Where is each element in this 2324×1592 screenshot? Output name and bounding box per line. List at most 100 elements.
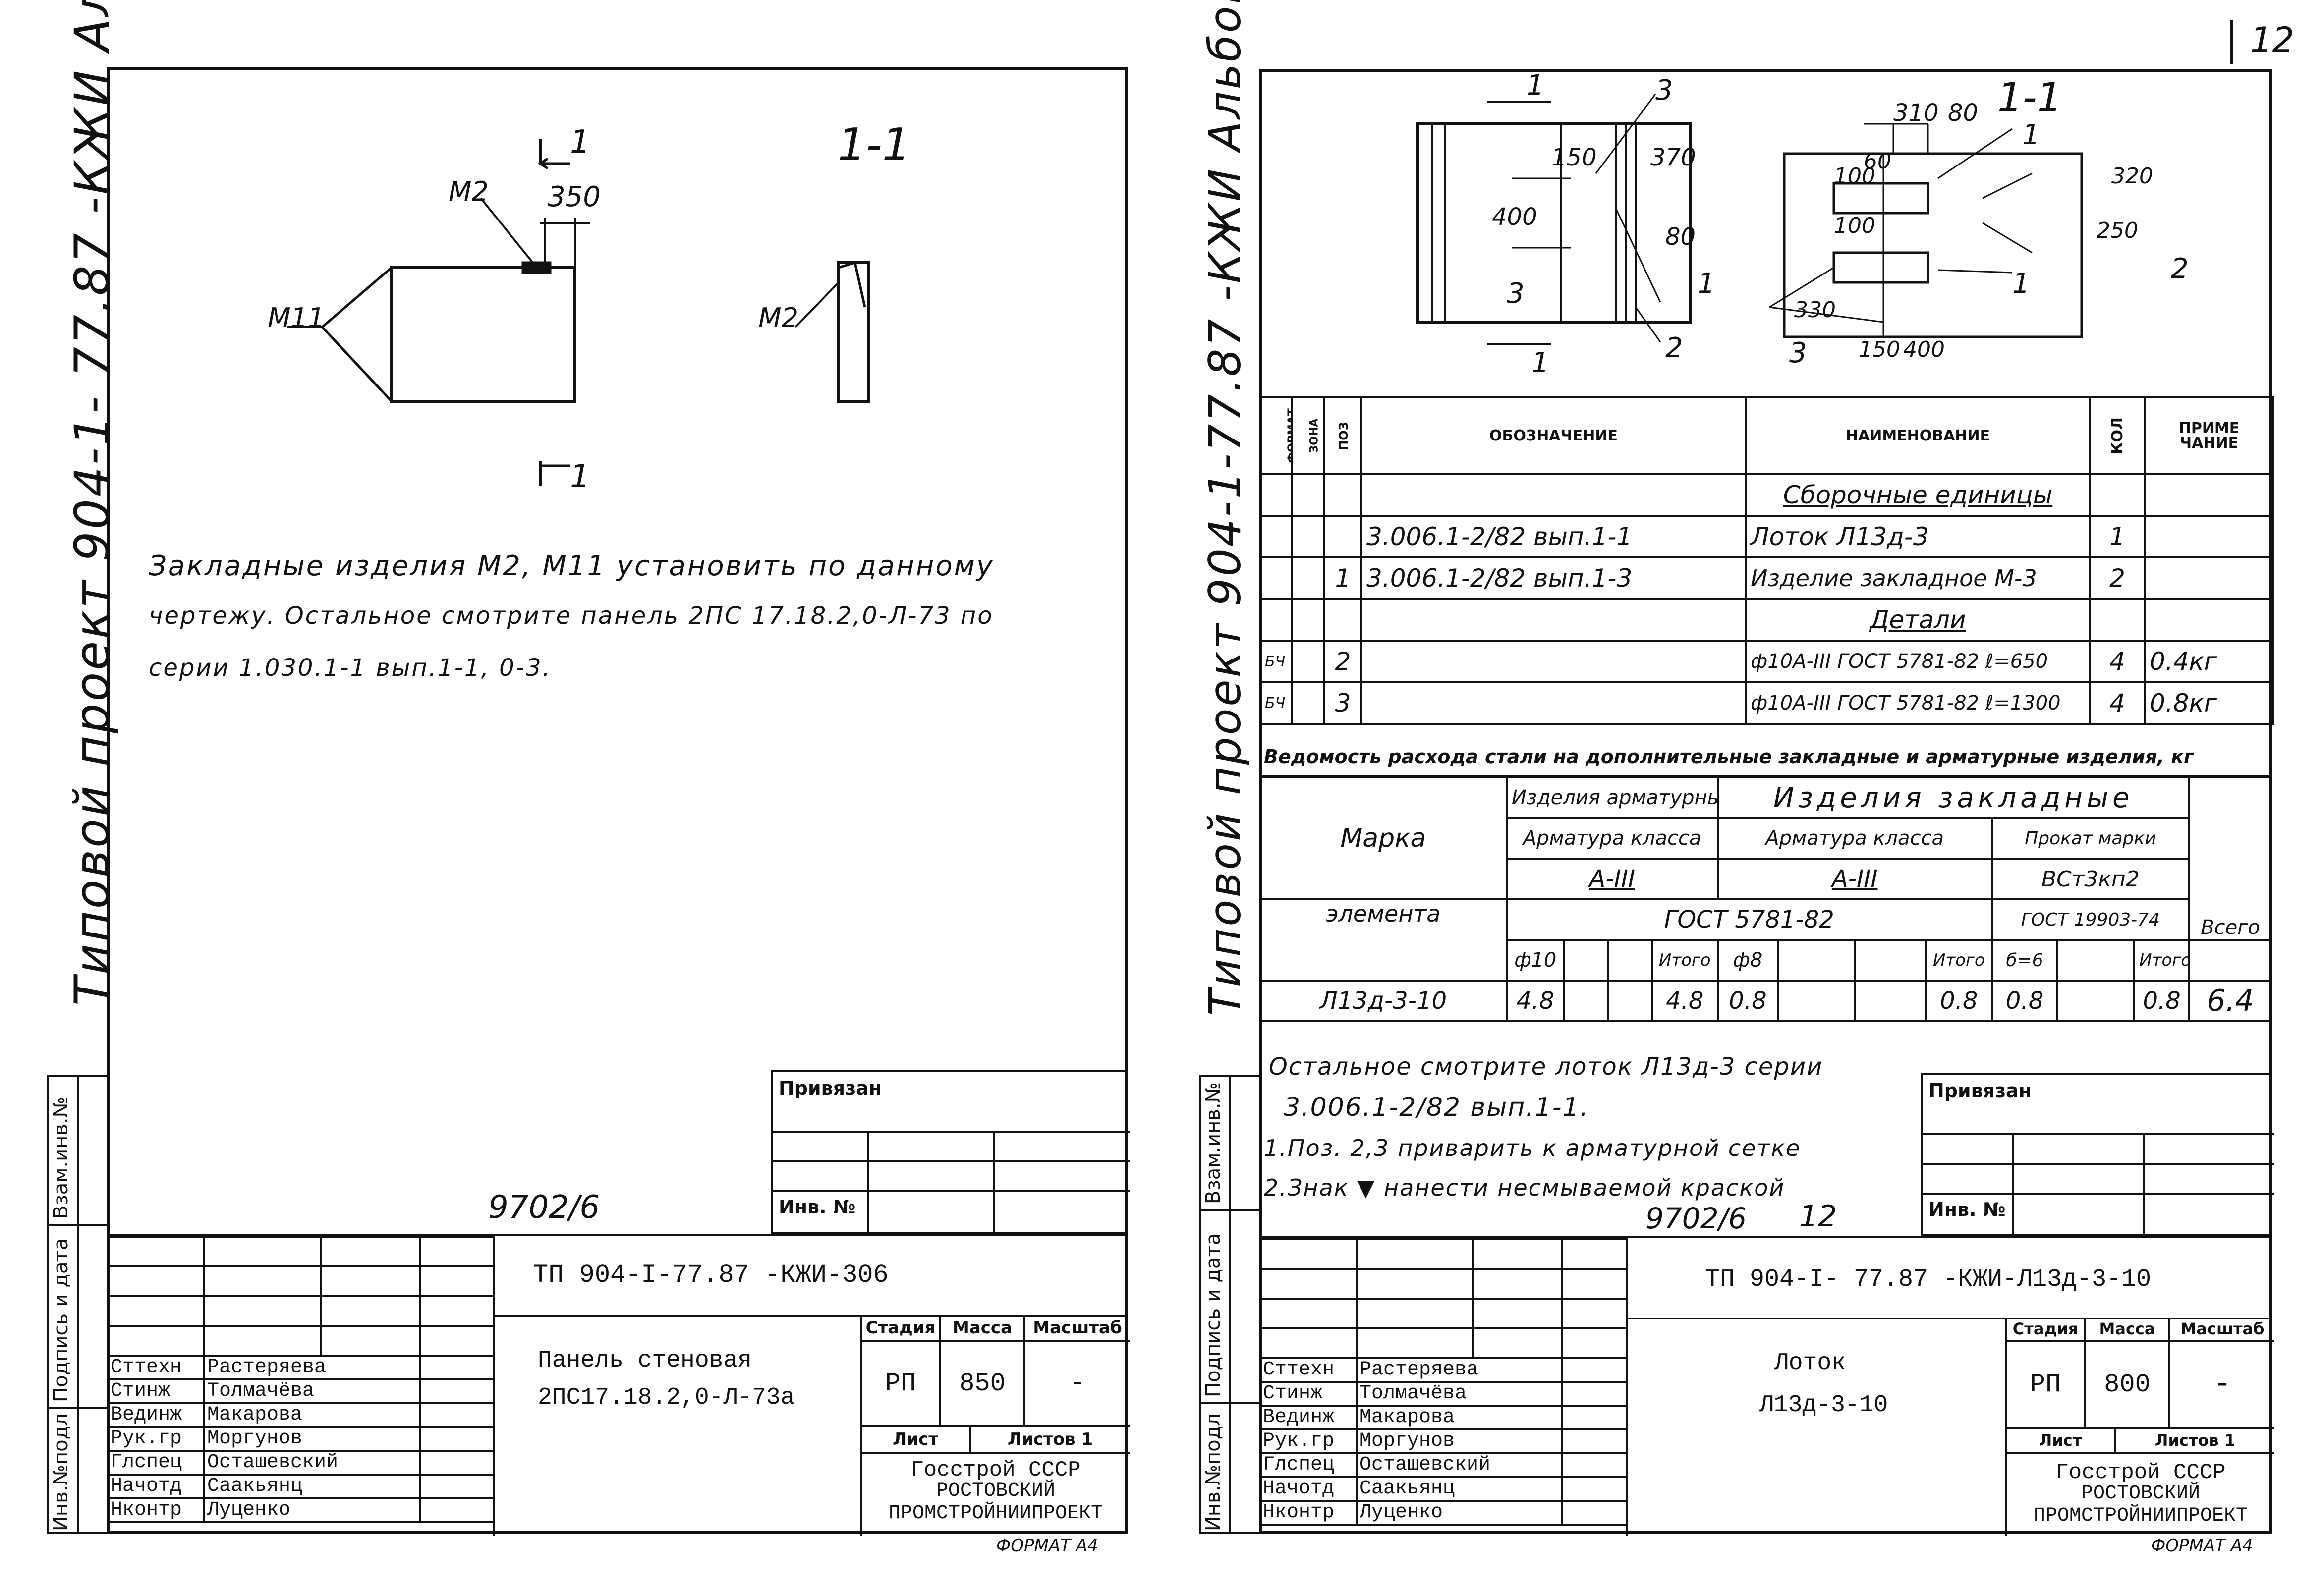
left-sheet-label: Лист xyxy=(862,1427,971,1454)
left-label-m2-section: M2 xyxy=(758,302,798,333)
right-dim-1e: 1 xyxy=(2012,268,2030,300)
left-album-label: Типовой проект 904-1- 77.87 -КЖИ Альбом … xyxy=(64,0,120,1006)
right-dim-250: 250 xyxy=(2097,218,2138,243)
steel-a3-2: A-III xyxy=(1716,858,1993,900)
spec-format: БЧ xyxy=(1259,681,1293,725)
spec-designation xyxy=(1360,681,1747,725)
right-doc-code-hline xyxy=(1626,1318,2272,1319)
left-signer-role-6: Нконтр xyxy=(107,1497,205,1523)
spec-qty xyxy=(2089,473,2146,517)
right-privyazan-h3 xyxy=(1923,1193,2274,1195)
table-row: Детали xyxy=(1259,598,2274,642)
left-privyazan-h1 xyxy=(773,1131,1130,1133)
right-margin-label-vzam: Взам.инв.№ xyxy=(1202,1082,1225,1204)
spec-hdr-note: ПРИМЕ ЧАНИЕ xyxy=(2144,396,2274,475)
left-doc-code: ТП 904-I-77.87 -КЖИ-306 xyxy=(533,1261,889,1290)
steel-itogo3: Итого xyxy=(2133,939,2190,982)
right-signer-name-6: Луценко xyxy=(1356,1500,1563,1526)
steel-phi10: ф10 xyxy=(1505,939,1565,982)
steel-itogo2: Итого xyxy=(1925,939,1993,982)
spec-format xyxy=(1259,556,1293,600)
left-signer-name-3: Моргунов xyxy=(203,1426,421,1452)
right-dim-3a: 3 xyxy=(1655,74,1673,107)
steel-v-phi10: 4.8 xyxy=(1505,980,1565,1022)
spec-hdr-qty: КОЛ xyxy=(2089,396,2146,475)
left-signer-role-4: Глспец xyxy=(107,1450,205,1476)
left-label-m11: M11 xyxy=(268,302,325,333)
right-dim-1c: 1 xyxy=(1531,347,1549,379)
right-hdr-scale: Масштаб xyxy=(2170,1318,2274,1342)
left-privyazan-h3 xyxy=(773,1190,1130,1192)
steel-table: Марка Изделия арматурные Изделия закладн… xyxy=(1259,776,2273,1022)
right-signer-role-5: Начотд xyxy=(1259,1476,1358,1502)
table-row: Сборочные единицы xyxy=(1259,473,2274,517)
left-section-label: 1-1 xyxy=(838,119,910,171)
left-title-line1: Панель стеновая xyxy=(538,1347,752,1374)
left-margin-label-inv: Инв.№подл xyxy=(50,1413,72,1531)
right-signer-role-6: Нконтр xyxy=(1259,1500,1358,1526)
spec-pos xyxy=(1323,598,1362,642)
spec-note xyxy=(2144,598,2274,642)
spec-name: Лоток Л13д-3 xyxy=(1745,515,2091,558)
spec-qty: 4 xyxy=(2089,681,2146,725)
left-privyazan-block: Привязан Инв. № xyxy=(771,1070,1130,1236)
left-project-number: 9702/6 xyxy=(488,1189,600,1226)
left-stage-block: Стадия Масса Масштаб РП 850 - Лист Листо… xyxy=(860,1315,1130,1536)
steel-delta6: б=6 xyxy=(1990,939,2059,982)
right-margin-sep1 xyxy=(1199,1209,1259,1211)
left-signer-name-6: Луценко xyxy=(203,1497,421,1523)
left-privyazan-v1 xyxy=(867,1131,869,1236)
left-privyazan-v2 xyxy=(993,1131,995,1236)
right-org-line3: ПРОМСТРОЙНИИПРОЕКТ xyxy=(2033,1504,2248,1527)
right-margin-label-inv: Инв.№подл xyxy=(1202,1413,1225,1531)
left-sheet xyxy=(107,67,1128,1534)
right-dim-80a: 80 xyxy=(1665,223,1696,251)
spec-qty: 4 xyxy=(2089,640,2146,683)
left-margin-label-podpis: Подпись и дата xyxy=(50,1238,72,1402)
steel-v-itogo1: 4.8 xyxy=(1650,980,1719,1022)
right-dim-1d: 1 xyxy=(2022,119,2040,151)
left-title-line2: 2ПС17.18.2,0-Л-73а xyxy=(538,1384,795,1411)
page-number-box xyxy=(2230,20,2233,64)
table-row: 3.006.1-2/82 вып.1-1 Лоток Л13д-3 1 xyxy=(1259,515,2274,558)
spec-pos: 1 xyxy=(1323,556,1362,600)
right-dim-2b: 2 xyxy=(2171,253,2189,285)
left-hdr-mass: Масса xyxy=(941,1315,1025,1342)
steel-v-total: 6.4 xyxy=(2188,980,2273,1022)
spec-designation: 3.006.1-2/82 вып.1-3 xyxy=(1360,556,1747,600)
steel-vst: ВСт3кп2 xyxy=(1990,858,2190,900)
right-album-label: Типовой проект 904-1-77.87 -КЖИ Альбом 6 xyxy=(1199,0,1250,1016)
right-sheet-label: Лист xyxy=(2007,1429,2116,1454)
steel-a3-1: A-III xyxy=(1505,858,1719,900)
spec-designation xyxy=(1360,598,1747,642)
right-note-line2: 3.006.1-2/82 вып.1-1. xyxy=(1284,1093,1589,1122)
steel-v-delta6: 0.8 xyxy=(1990,980,2059,1022)
table-row: БЧ 3 ф10А-III ГОСТ 5781-82 ℓ=1300 4 0.8к… xyxy=(1259,681,2274,725)
right-margin-label-podpis: Подпись и дата xyxy=(1202,1233,1225,1397)
right-signer-role-1: Стинж xyxy=(1259,1381,1358,1407)
left-org-line3: ПРОМСТРОЙНИИПРОЕКТ xyxy=(888,1502,1103,1525)
left-hdr-scale: Масштаб xyxy=(1025,1315,1130,1342)
right-scale-value: - xyxy=(2170,1342,2274,1429)
left-drawing xyxy=(287,139,870,486)
left-doc-code-hline xyxy=(493,1315,1128,1317)
right-note-line4: 2.Знак ▼ нанести несмываемой краской xyxy=(1264,1174,1785,1201)
right-privyazan-h2 xyxy=(1923,1163,2274,1165)
left-dim-350: 350 xyxy=(548,181,601,213)
right-dim-400: 400 xyxy=(1492,203,1537,231)
spec-qty: 1 xyxy=(2089,515,2146,558)
right-format-label: ФОРМАТ А4 xyxy=(2151,1536,2253,1556)
spec-hdr-pos: ПОЗ xyxy=(1323,396,1362,475)
right-privyazan-label: Привязан xyxy=(1928,1080,2032,1101)
left-privyazan-h2 xyxy=(773,1160,1130,1162)
left-signer-name-5: Саакьянц xyxy=(203,1474,421,1499)
right-note-line3: 1.Поз. 2,3 приварить к арматурной сетке xyxy=(1264,1135,1801,1161)
right-hdr-stage: Стадия xyxy=(2007,1318,2086,1342)
spec-pos: 2 xyxy=(1323,640,1362,683)
steel-row-mark: Л13д-3-10 xyxy=(1259,980,1508,1022)
left-org-line2: РОСТОВСКИЙ xyxy=(936,1480,1056,1502)
spec-format xyxy=(1259,515,1293,558)
page-number: 12 xyxy=(2250,20,2295,60)
right-dim-80b: 80 xyxy=(1948,99,1979,127)
